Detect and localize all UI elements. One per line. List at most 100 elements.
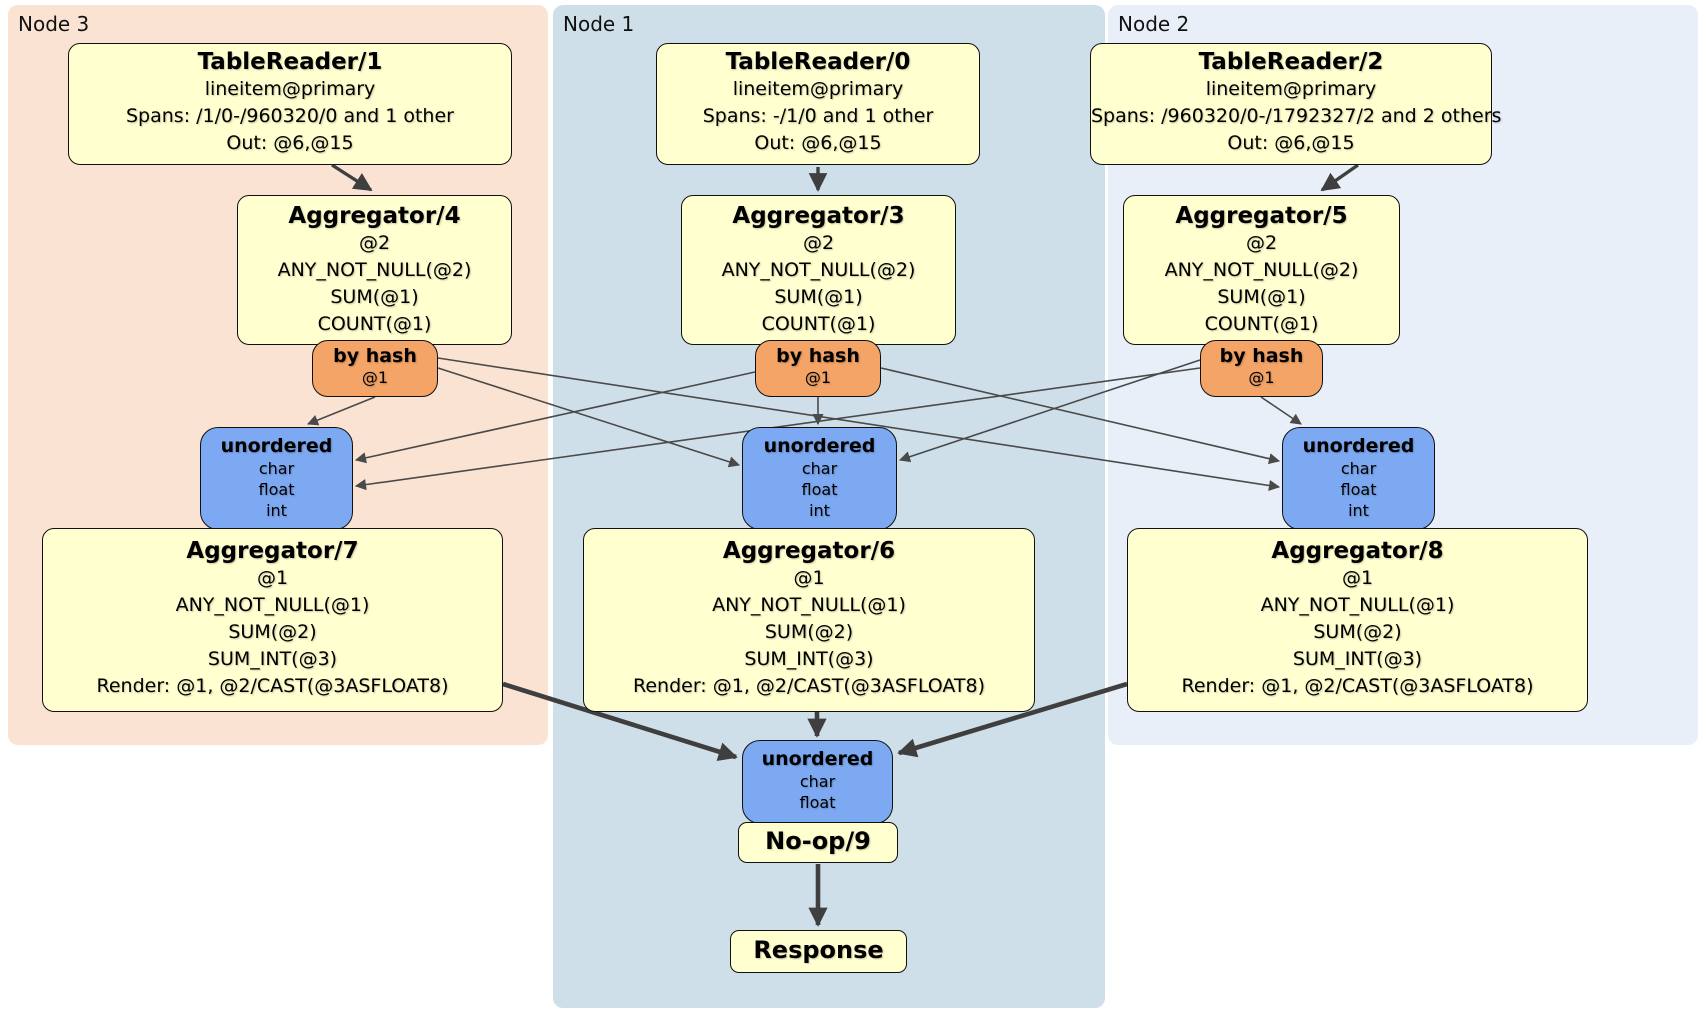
sync-box-unordered-node3: unordered char float int <box>200 427 353 530</box>
processor-title: Aggregator/3 <box>732 203 905 229</box>
router-detail-line: @1 <box>804 368 832 387</box>
edge-hash1-sync3 <box>354 371 756 464</box>
processor-detail-line: SUM(@2) <box>764 621 854 643</box>
processor-detail-line: Out: @6,@15 <box>754 132 882 154</box>
processor-detail-line: Render: @1, @2/CAST(@3ASFLOAT8) <box>633 675 985 697</box>
router-title: by hash <box>776 345 860 367</box>
processor-detail-line: @1 <box>256 567 289 589</box>
processor-detail-line: ANY_NOT_NULL(@1) <box>712 594 906 616</box>
router-title: by hash <box>333 345 417 367</box>
sync-title: unordered <box>761 748 874 770</box>
router-box-by-hash-node1: by hash @1 <box>755 340 881 397</box>
processor-detail-line: SUM(@1) <box>1217 286 1306 308</box>
sync-box-unordered-final: unordered char float <box>742 740 893 824</box>
node-label: Node 1 <box>563 12 635 36</box>
edge-agg7-syncfinal <box>502 681 738 762</box>
sync-detail-line: char <box>799 772 836 791</box>
processor-title: Aggregator/6 <box>722 538 896 564</box>
sync-detail-line: char <box>801 459 838 478</box>
processor-title: Aggregator/4 <box>288 203 461 229</box>
sync-detail-line: char <box>1340 459 1377 478</box>
processor-detail-line: SUM_INT(@3) <box>207 648 338 670</box>
processor-detail-line: ANY_NOT_NULL(@1) <box>175 594 370 616</box>
sync-detail-line: float <box>258 480 295 499</box>
processor-detail-line: SUM_INT(@3) <box>1292 648 1423 670</box>
processor-detail-line: Render: @1, @2/CAST(@3ASFLOAT8) <box>96 675 449 697</box>
processor-detail-line: SUM(@1) <box>774 286 863 308</box>
processor-detail-line: ANY_NOT_NULL(@2) <box>277 259 472 281</box>
processor-box-tablereader-1: TableReader/1 lineitem@primary Spans: /1… <box>68 43 512 165</box>
processor-title: No-op/9 <box>765 827 871 855</box>
processor-detail-line: @2 <box>358 232 391 254</box>
router-box-by-hash-node2: by hash @1 <box>1200 340 1323 397</box>
processor-title: Aggregator/8 <box>1271 538 1444 564</box>
sync-detail-line: float <box>1340 480 1377 499</box>
router-detail-line: @1 <box>1248 368 1275 387</box>
router-title: by hash <box>1219 345 1304 367</box>
processor-detail-line: ANY_NOT_NULL(@1) <box>1260 594 1455 616</box>
processor-detail-line: @1 <box>793 567 825 589</box>
edge-hash1-sync2 <box>880 367 1281 465</box>
processor-detail-line: lineitem@primary <box>204 78 376 100</box>
edge-agg8-syncfinal <box>897 681 1128 758</box>
router-detail-line: @1 <box>361 368 389 387</box>
edge-hash3-sync2 <box>437 357 1281 492</box>
edge-tr2-agg5 <box>1320 163 1359 192</box>
node-label: Node 2 <box>1118 12 1190 36</box>
router-box-by-hash-node3: by hash @1 <box>312 340 438 397</box>
processor-detail-line: SUM(@2) <box>1313 621 1402 643</box>
edge-hash3-sync1 <box>437 367 741 468</box>
sync-box-unordered-node2: unordered char float int <box>1282 427 1435 530</box>
sync-detail-line: int <box>1348 501 1369 520</box>
sync-detail-line: char <box>258 459 295 478</box>
processor-title: TableReader/0 <box>725 49 911 75</box>
processor-detail-line: COUNT(@1) <box>761 313 876 335</box>
processor-detail-line: lineitem@primary <box>732 78 904 100</box>
processor-detail-line: Spans: /1/0-/960320/0 and 1 other <box>126 105 454 127</box>
processor-title: Aggregator/7 <box>186 538 359 564</box>
processor-box-noop-9: No-op/9 <box>738 822 898 863</box>
processor-detail-line: lineitem@primary <box>1205 78 1377 100</box>
sync-title: unordered <box>763 435 876 457</box>
processor-detail-line: @1 <box>1341 567 1374 589</box>
processor-title: Aggregator/5 <box>1175 203 1348 229</box>
processor-detail-line: SUM(@2) <box>228 621 317 643</box>
processor-detail-line: Out: @6,@15 <box>1227 132 1355 154</box>
sync-title: unordered <box>1302 435 1415 457</box>
processor-detail-line: @2 <box>1245 232 1278 254</box>
processor-detail-line: SUM(@1) <box>330 286 419 308</box>
processor-box-aggregator-6: Aggregator/6 @1 ANY_NOT_NULL(@1) SUM(@2)… <box>583 528 1035 712</box>
processor-detail-line: Out: @6,@15 <box>226 132 354 154</box>
processor-title: TableReader/2 <box>1198 49 1384 75</box>
sync-detail-line: int <box>809 501 830 520</box>
sync-box-unordered-node1: unordered char float int <box>742 427 897 530</box>
processor-detail-line: ANY_NOT_NULL(@2) <box>721 259 916 281</box>
edge-tr1-agg4 <box>331 163 373 192</box>
processor-detail-line: COUNT(@1) <box>317 313 432 335</box>
processor-detail-line: ANY_NOT_NULL(@2) <box>1164 259 1359 281</box>
processor-box-tablereader-0: TableReader/0 lineitem@primary Spans: -/… <box>656 43 980 165</box>
sync-title: unordered <box>220 435 333 457</box>
processor-detail-line: @2 <box>802 232 835 254</box>
processor-detail-line: Render: @1, @2/CAST(@3ASFLOAT8) <box>1181 675 1534 697</box>
processor-title: Response <box>753 936 884 964</box>
processor-title: TableReader/1 <box>197 49 383 75</box>
node-label: Node 3 <box>18 12 90 36</box>
processor-detail-line: Spans: /960320/0-/1792327/2 and 2 others <box>1091 105 1502 127</box>
processor-detail-line: COUNT(@1) <box>1204 313 1319 335</box>
edge-hash3-sync3 <box>306 396 376 426</box>
processor-box-response: Response <box>730 930 907 973</box>
edge-hash2-sync1 <box>898 359 1201 463</box>
sync-detail-line: float <box>801 480 838 499</box>
processor-box-aggregator-8: Aggregator/8 @1 ANY_NOT_NULL(@1) SUM(@2)… <box>1127 528 1588 712</box>
sync-detail-line: float <box>799 793 836 812</box>
edge-hash2-sync2 <box>1260 396 1302 425</box>
processor-detail-line: Spans: -/1/0 and 1 other <box>702 105 934 127</box>
processor-box-aggregator-4: Aggregator/4 @2 ANY_NOT_NULL(@2) SUM(@1)… <box>237 195 512 345</box>
sync-detail-line: int <box>266 501 287 520</box>
processor-detail-line: SUM_INT(@3) <box>744 648 874 670</box>
processor-box-aggregator-3: Aggregator/3 @2 ANY_NOT_NULL(@2) SUM(@1)… <box>681 195 956 345</box>
processor-box-tablereader-2: TableReader/2 lineitem@primary Spans: /9… <box>1090 43 1502 165</box>
